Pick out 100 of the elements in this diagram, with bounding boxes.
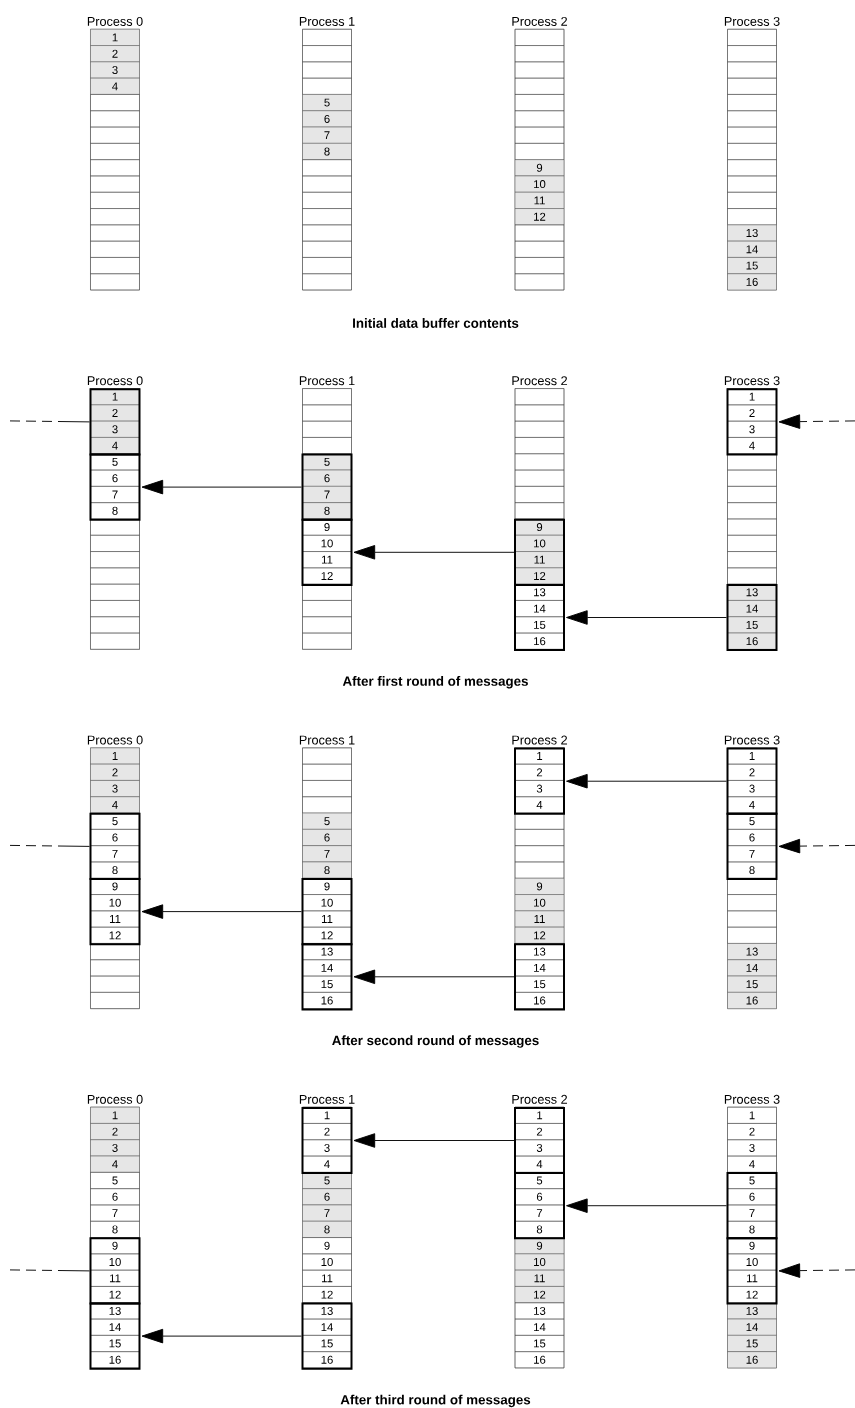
buffer-cell: [90, 600, 140, 617]
buffer-cell: [90, 551, 140, 569]
buffer-cell: 1: [90, 29, 140, 46]
buffer-cell: 6: [90, 469, 140, 487]
buffer-cell: 4: [514, 1155, 565, 1173]
message-block: [514, 518, 565, 586]
buffer-cell: [727, 159, 777, 177]
buffer-cell: [727, 61, 777, 79]
message-block: [301, 878, 353, 946]
buffer-cell: [727, 551, 777, 569]
buffer-cell: 15: [514, 1335, 565, 1352]
buffer-cell: 9: [514, 878, 565, 895]
buffer-cell: 9: [302, 518, 352, 536]
buffer-cell: [302, 273, 352, 291]
buffer-cell: [727, 453, 777, 471]
buffer-cell: [302, 208, 352, 226]
buffer-cell: [90, 273, 140, 291]
buffer-cell: 16: [727, 1351, 777, 1369]
buffer-cell: 16: [90, 1351, 140, 1369]
buffer-cell: 1: [727, 747, 777, 765]
buffer-cell: 8: [90, 861, 140, 879]
buffer-cell: [90, 992, 140, 1009]
buffer-cell: 3: [727, 780, 777, 797]
buffer-cell: [514, 257, 565, 274]
buffer-cell: 12: [302, 567, 352, 585]
buffer-cell: 8: [727, 861, 777, 879]
column-heading: Process 2: [512, 16, 567, 26]
wraparound-arrow: [778, 1263, 855, 1278]
buffer-cell: 6: [302, 1188, 352, 1206]
buffer-cell: [514, 388, 565, 406]
buffer-cell: 5: [90, 1172, 140, 1189]
buffer-cell: 2: [302, 1123, 352, 1140]
buffer-cell: [514, 45, 565, 63]
buffer-cell: 8: [90, 502, 140, 520]
buffer-cell: 8: [302, 1221, 352, 1238]
buffer-cell: 2: [90, 1123, 140, 1140]
buffer-cell: [90, 959, 140, 977]
message-block: [301, 943, 353, 1011]
wraparound-arrow: [778, 414, 855, 429]
buffer-cell: 10: [302, 1253, 352, 1271]
buffer-cell: [727, 535, 777, 552]
buffer-cell: 3: [727, 420, 777, 438]
message-block: [726, 388, 778, 456]
buffer-cell: 9: [90, 1237, 140, 1255]
buffer-cell: 16: [514, 992, 565, 1009]
buffer-cell: 16: [302, 1351, 352, 1369]
buffer-cell: [90, 975, 140, 993]
buffer-cell: [90, 159, 140, 177]
buffer-cell: 14: [514, 600, 565, 617]
arrow: [141, 1328, 302, 1344]
column-heading: Process 0: [87, 735, 143, 745]
buffer-cell: 11: [90, 1269, 140, 1287]
panel-caption: Initial data buffer contents: [353, 318, 519, 328]
message-block: [89, 812, 141, 880]
buffer-cell: [727, 502, 777, 520]
buffer-cell: [514, 812, 565, 830]
buffer-cell: 13: [514, 1302, 565, 1320]
buffer-cell: [514, 845, 565, 863]
buffer-cell: [90, 257, 140, 274]
buffer-cell: 13: [90, 1302, 140, 1320]
buffer-cell: [302, 404, 352, 422]
buffer-cell: 7: [302, 1204, 352, 1222]
message-block: [514, 1106, 565, 1175]
wraparound-arrow: [778, 838, 855, 854]
column-heading: Process 1: [299, 735, 355, 745]
buffer-cell: [90, 110, 140, 128]
message-block: [89, 1302, 141, 1370]
arrow: [141, 904, 302, 919]
buffer-cell: [90, 535, 140, 552]
buffer-cell: 15: [514, 975, 565, 993]
column-heading: Process 3: [724, 1094, 780, 1104]
buffer-cell: 9: [90, 878, 140, 895]
buffer-cell: 8: [302, 861, 352, 879]
buffer-cell: [302, 388, 352, 406]
buffer-cell: 16: [514, 1351, 565, 1369]
buffer-cell: [514, 94, 565, 111]
buffer-cell: [302, 29, 352, 46]
buffer-cell: [727, 45, 777, 63]
buffer-cell: 16: [727, 992, 777, 1009]
column-heading: Process 3: [724, 735, 780, 745]
buffer-cell: [90, 616, 140, 634]
message-block: [301, 1106, 353, 1175]
buffer-cell: [727, 878, 777, 895]
buffer-cell: 3: [302, 1139, 352, 1157]
buffer-cell: [727, 926, 777, 944]
buffer-cell: [514, 61, 565, 79]
buffer-cell: 15: [302, 975, 352, 993]
buffer-cell: 12: [302, 1286, 352, 1303]
buffer-cell: [302, 763, 352, 781]
column-heading: Process 3: [724, 376, 780, 386]
arrow: [566, 773, 727, 789]
buffer-cell: 11: [90, 910, 140, 928]
buffer-cell: [727, 192, 777, 209]
buffer-cell: 2: [514, 1123, 565, 1140]
buffer-cell: 14: [727, 1318, 777, 1336]
arrow: [141, 479, 302, 495]
buffer-cell: 12: [514, 926, 565, 944]
message-block: [301, 518, 353, 586]
buffer-cell: [302, 240, 352, 258]
buffer-cell: 6: [90, 1188, 140, 1206]
